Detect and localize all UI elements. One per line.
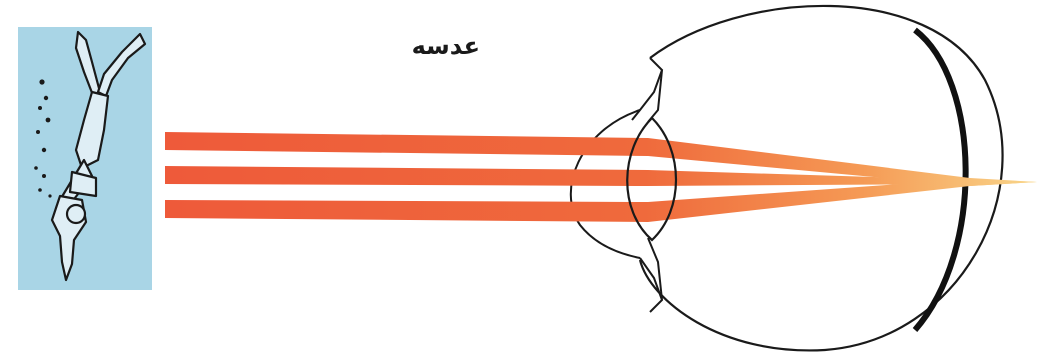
ciliary-lower — [648, 238, 662, 300]
object-panel — [18, 27, 152, 290]
lens-label: عدسه — [360, 32, 480, 60]
swimmer-head — [67, 205, 85, 223]
light-rays — [165, 132, 1037, 222]
